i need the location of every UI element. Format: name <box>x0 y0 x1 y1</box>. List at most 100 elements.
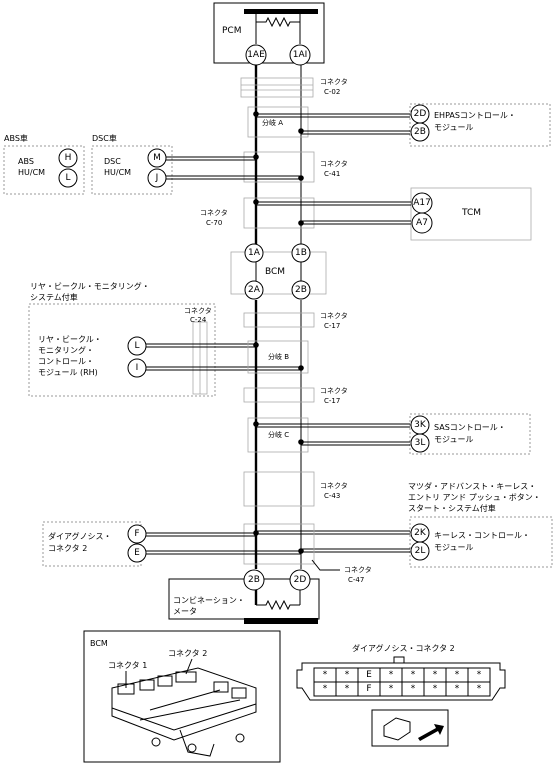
pcm-pin-right <box>289 44 311 66</box>
sas-pin-bottom <box>410 433 430 453</box>
bcm-pin-2a-label: 2A <box>248 285 261 295</box>
connector-c17-upper: コネクタ C-17 <box>243 311 348 330</box>
connector-c02-box <box>240 77 314 98</box>
sas-pin-bottom-label: 3L <box>415 438 426 448</box>
bcm-locator-connector2: コネクタ 2 <box>168 649 207 658</box>
tcm-pin-bottom-label: A7 <box>416 218 428 228</box>
meter-label-1: コンビネーション・ <box>173 596 245 605</box>
connector-c24-code: C-24 <box>190 316 207 324</box>
dlc-pin-label: * <box>411 684 416 694</box>
junction-dot <box>253 342 259 348</box>
keyless-block: マツダ・アドバンスト・キーレス・ エントリ アンド プッシュ・ボタン・ スタート… <box>256 481 553 568</box>
bcm-connector-1 <box>117 683 135 695</box>
abs-pin-bottom <box>58 168 78 188</box>
connector-c47-label: コネクタ <box>344 565 372 574</box>
rvm-label-1: リヤ・ビークル・ <box>38 335 102 344</box>
tcm-box <box>410 187 532 241</box>
dlc-pin-label: * <box>345 684 350 694</box>
bcm-pin-1b-label: 1B <box>295 248 307 258</box>
bcm-connector <box>157 675 173 687</box>
connector-c41-box <box>243 151 315 183</box>
dlc-view-latch <box>393 656 405 664</box>
dlc-pin-label: F <box>366 684 371 694</box>
abs-pin-top <box>58 148 78 168</box>
keyless-pin-bottom-label: 2L <box>415 546 426 556</box>
connector-c17-lower-box <box>243 387 315 403</box>
ehpas-block: 2D 2B EHPASコントロール・ モジュール <box>256 103 551 147</box>
dlc-pin-bottom <box>127 543 147 563</box>
bcm-locator-title: BCM <box>90 639 108 648</box>
abs-group-label: ABS車 <box>4 133 28 143</box>
abs-label-1: ABS <box>18 157 34 166</box>
dsc-group-label: DSC車 <box>92 133 117 143</box>
keyless-label-2: モジュール <box>434 543 473 552</box>
dlc-pin-label: * <box>455 670 460 680</box>
connector-c17-upper-code: C-17 <box>324 322 340 330</box>
bcm-connector <box>213 681 229 693</box>
dlc-label-2: コネクタ 2 <box>48 544 87 553</box>
bcm-unit-detail <box>139 689 241 721</box>
bcm-bolt-icon <box>235 733 245 743</box>
tcm-pin-bottom <box>411 212 433 234</box>
ehpas-pin-bottom <box>410 122 430 142</box>
rvm-group-label-2: システム付車 <box>30 292 78 302</box>
sas-pin-top-label: 3K <box>414 420 427 430</box>
connector-c17-lower-code: C-17 <box>324 397 340 405</box>
dsc-pin-bottom-label: J <box>155 173 159 183</box>
abs-label-2: HU/CM <box>18 168 45 177</box>
ehpas-box <box>409 103 551 147</box>
dlc-pin-label: * <box>389 684 394 694</box>
dlc-pin-label: * <box>433 670 438 680</box>
connector-c41: コネクタ C-41 <box>243 151 348 183</box>
dlc-pin-label: * <box>477 684 482 694</box>
abs-box <box>3 145 85 195</box>
pcm-box <box>213 2 325 64</box>
abs-pin-top-label: H <box>65 153 72 163</box>
dlc-pin-label: E <box>366 670 372 680</box>
bcm-locator-frame <box>83 630 281 763</box>
junction-dot <box>298 365 304 371</box>
meter-block: 2B 2D コンビネーション・ メータ <box>168 569 320 624</box>
dlc-pin-label: * <box>477 670 482 680</box>
dlc-pin-label: * <box>345 670 350 680</box>
dlc-view-title: ダイアグノシス・コネクタ 2 <box>352 643 455 653</box>
dsc-label-1: DSC <box>104 157 121 166</box>
rvm-box <box>28 303 216 397</box>
connector-c47-box <box>243 523 315 565</box>
meter-label-2: メータ <box>173 607 197 616</box>
connector-c17-upper-box <box>243 312 315 328</box>
connector-c17-lower-label: コネクタ <box>320 386 348 395</box>
meter-pin-left <box>243 569 265 591</box>
abs-pin-bottom-label: L <box>65 173 70 183</box>
dlc-pin-label: * <box>323 684 328 694</box>
ehpas-label-2: モジュール <box>434 123 473 132</box>
connector-c47-code: C-47 <box>348 576 364 584</box>
bcm-connector <box>139 679 155 691</box>
keyless-pin-top-label: 2K <box>414 528 427 538</box>
bcm-connector <box>231 687 247 699</box>
bcm-block: 1A 1B BCM 2A 2B <box>230 243 327 300</box>
dlc-box <box>42 521 142 567</box>
rvm-label-2: モニタリング・ <box>38 345 94 355</box>
ehpas-pin-top-label: 2D <box>414 109 427 119</box>
dlc-pin-top-label: F <box>134 529 139 539</box>
keyless-label-1: キーレス・コントロール・ <box>434 531 530 540</box>
bcm-pin-1a-label: 1A <box>248 248 261 258</box>
meter-pin-right <box>289 569 311 591</box>
branch-a-label: 分岐 A <box>262 118 283 127</box>
keyless-group-label-3: スタート・システム付車 <box>408 503 496 513</box>
branch-c-box <box>247 417 309 453</box>
sas-block: 3K 3L SASコントロール・ モジュール <box>256 413 531 455</box>
connector-c43-box <box>243 471 315 507</box>
dlc-pin-top <box>127 524 147 544</box>
branch-c-label: 分岐 C <box>268 430 289 439</box>
dsc-block: DSC車 DSC HU/CM M J <box>91 133 301 195</box>
meter-pin-left-label: 2B <box>248 575 260 585</box>
dlc-pin-label: * <box>389 670 394 680</box>
dlc-pin-bottom-label: E <box>134 548 140 558</box>
dsc-box <box>91 145 173 195</box>
branch-b: 分岐 B <box>247 340 309 374</box>
dlc-pin-label: * <box>411 670 416 680</box>
connector-c43: コネクタ C-43 <box>243 471 348 507</box>
keyless-group-label-2: エントリ アンド プッシュ・ボタン・ <box>408 493 541 502</box>
